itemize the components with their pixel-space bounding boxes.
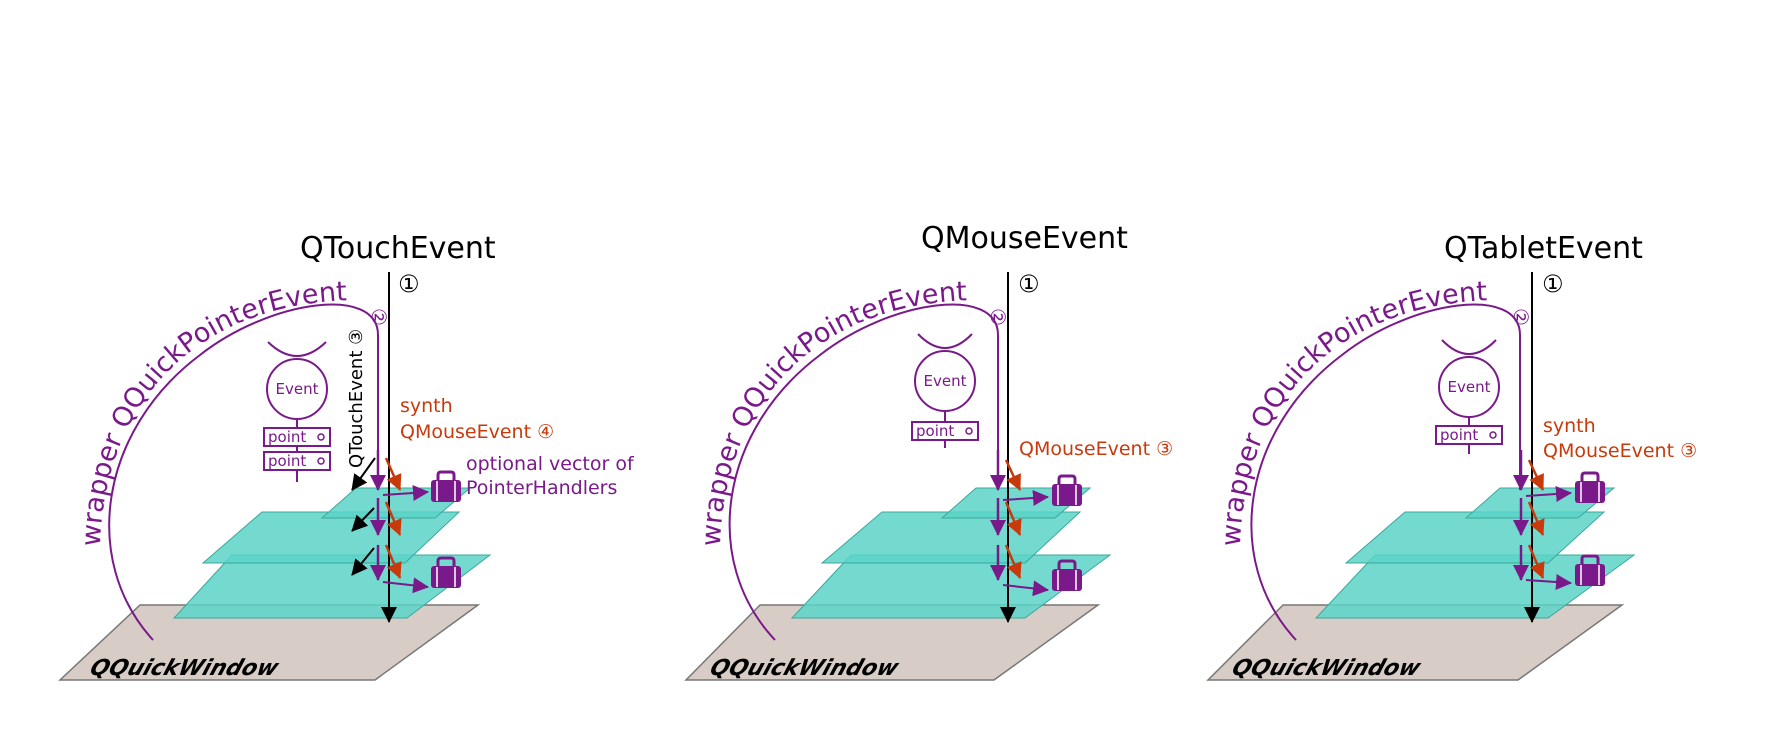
touch-arrow [351, 547, 375, 576]
briefcase-icon [429, 470, 463, 504]
point-dot-icon [1489, 431, 1497, 439]
synth-arrow [1004, 544, 1022, 579]
synth-arrow [1004, 459, 1022, 491]
synth-event-label: QMouseEvent ③ [1543, 440, 1697, 462]
synth-label: synth [400, 395, 453, 417]
handler-arrow [1525, 574, 1572, 590]
point-label-1: point [916, 422, 954, 440]
wrapper-curve [1250, 303, 1521, 641]
synth-arrow [384, 501, 402, 536]
window-label: QQuickWindow [707, 656, 902, 681]
step-1-marker: ① [1018, 270, 1040, 298]
event-cap [917, 333, 973, 349]
synth-event-label: QMouseEvent ③ [1019, 438, 1173, 460]
wrapper-curve [728, 303, 999, 641]
window-label: QQuickWindow [1229, 656, 1424, 681]
point-box-2 [263, 451, 331, 471]
synth-arrow [1527, 459, 1545, 491]
briefcase-icon [1573, 471, 1607, 505]
handler-arrow [1525, 486, 1572, 502]
wrapper-curve [108, 303, 379, 641]
point-label-1: point [268, 428, 306, 446]
event-label: Event [1448, 378, 1491, 396]
event-label: Event [924, 372, 967, 390]
handler-arrow [1002, 580, 1049, 597]
touch-event-label: QTouchEvent ③ [346, 329, 367, 468]
point-dot-icon [965, 427, 973, 435]
wrapper-label: wrapper QQuickPointerEvent [696, 276, 968, 547]
synth-arrow [1004, 501, 1022, 536]
panel-title: QTabletEvent [1444, 231, 1643, 266]
step-2-marker: ② [1509, 308, 1533, 326]
handler-arrow [382, 485, 429, 501]
step-1-marker: ① [1542, 270, 1564, 298]
synth-label: synth [1543, 415, 1596, 437]
panel-tablet: QQuickWindow QTabletEvent ① ② wrapper QQ… [1206, 231, 1697, 681]
synth-arrow [384, 457, 402, 491]
synth-event-label: QMouseEvent ④ [400, 421, 554, 443]
event-label: Event [276, 380, 319, 398]
synth-arrow [384, 544, 402, 579]
panel-title: QTouchEvent [300, 231, 496, 266]
touch-arrow [351, 457, 376, 491]
event-cap [1441, 339, 1497, 355]
briefcase-icon [1050, 474, 1084, 508]
touch-arrow [351, 507, 375, 532]
point-label-1: point [1440, 426, 1478, 444]
point-box-1 [1435, 425, 1503, 445]
window-label: QQuickWindow [87, 656, 282, 681]
point-dot-icon [317, 433, 325, 441]
handler-arrow [1002, 490, 1049, 506]
point-box-1 [263, 427, 331, 447]
point-box-1 [911, 421, 979, 441]
handlers-label-line2: PointerHandlers [466, 477, 617, 499]
handlers-label-line1: optional vector of [466, 453, 635, 475]
point-dot-icon [317, 457, 325, 465]
synth-arrow [1527, 544, 1545, 579]
handler-arrow [382, 577, 429, 594]
point-label-2: point [268, 452, 306, 470]
wrapper-label: wrapper QQuickPointerEvent [1216, 276, 1488, 547]
panel-touch: QQuickWindow QTouchEvent ① ② wrapper QQu… [58, 231, 635, 681]
panel-mouse: QQuickWindow QMouseEvent ① ② wrapper QQu… [684, 221, 1173, 681]
step-2-marker: ② [367, 308, 391, 326]
synth-arrow [1527, 501, 1545, 536]
event-cap [267, 341, 327, 357]
panel-title: QMouseEvent [921, 221, 1128, 256]
step-1-marker: ① [398, 270, 420, 298]
step-2-marker: ② [986, 308, 1010, 326]
